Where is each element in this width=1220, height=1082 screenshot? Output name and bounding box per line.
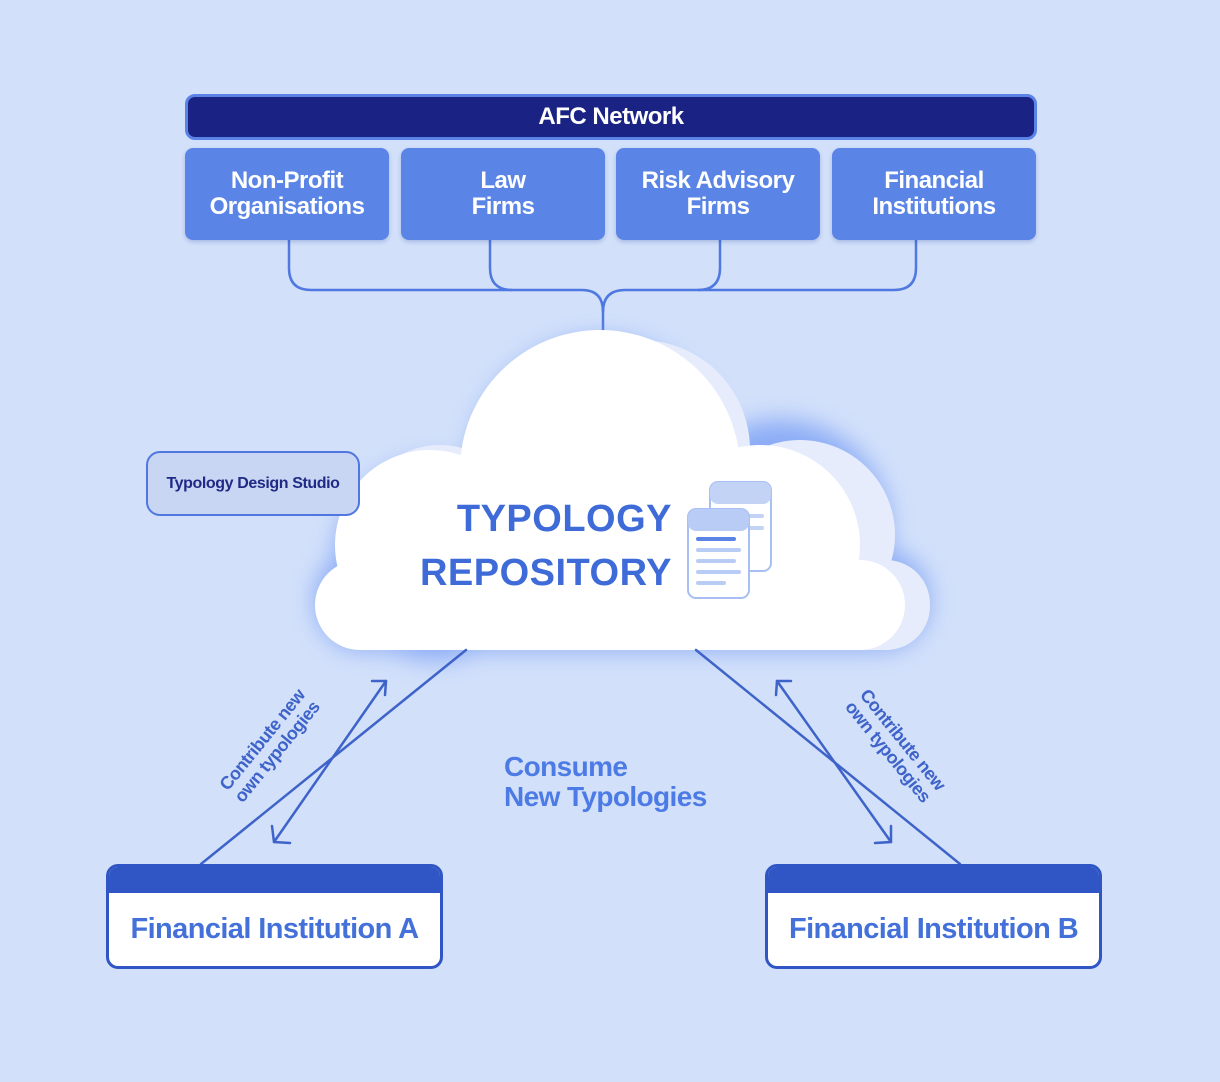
financial-institution-b: Financial Institution B bbox=[765, 864, 1102, 969]
financial-institution-a: Financial Institution A bbox=[106, 864, 443, 969]
member-risk-advisory: Risk Advisory Firms bbox=[616, 148, 820, 240]
consume-line2: New Typologies bbox=[504, 781, 707, 812]
afc-network-title: AFC Network bbox=[538, 103, 684, 130]
member-law-firms: Law Firms bbox=[401, 148, 605, 240]
member-financial-institutions: Financial Institutions bbox=[832, 148, 1036, 240]
member-label: Risk Advisory Firms bbox=[641, 167, 795, 220]
afc-network-bar: AFC Network bbox=[185, 94, 1037, 140]
institution-header-bar bbox=[768, 867, 1099, 893]
member-label: Non-Profit Organisations bbox=[209, 167, 365, 220]
right-flow bbox=[694, 648, 962, 866]
typology-design-studio: Typology Design Studio bbox=[146, 451, 360, 516]
member-non-profit: Non-Profit Organisations bbox=[185, 148, 389, 240]
consume-line1: Consume bbox=[504, 751, 628, 782]
repository-title-line1: TYPOLOGY bbox=[456, 498, 672, 540]
consume-label: Consume New Typologies bbox=[504, 752, 707, 812]
documents-icon bbox=[687, 481, 772, 599]
institution-label: Financial Institution B bbox=[788, 913, 1079, 945]
left-flow bbox=[199, 648, 468, 866]
repository-title-line2: REPOSITORY bbox=[419, 552, 672, 594]
member-label: Law Firms bbox=[471, 167, 535, 220]
network-connector bbox=[287, 240, 918, 334]
member-label: Financial Institutions bbox=[872, 167, 996, 220]
institution-label: Financial Institution A bbox=[130, 913, 419, 945]
repository-cloud bbox=[315, 330, 930, 660]
institution-header-bar bbox=[109, 867, 440, 893]
studio-label: Typology Design Studio bbox=[166, 474, 340, 492]
